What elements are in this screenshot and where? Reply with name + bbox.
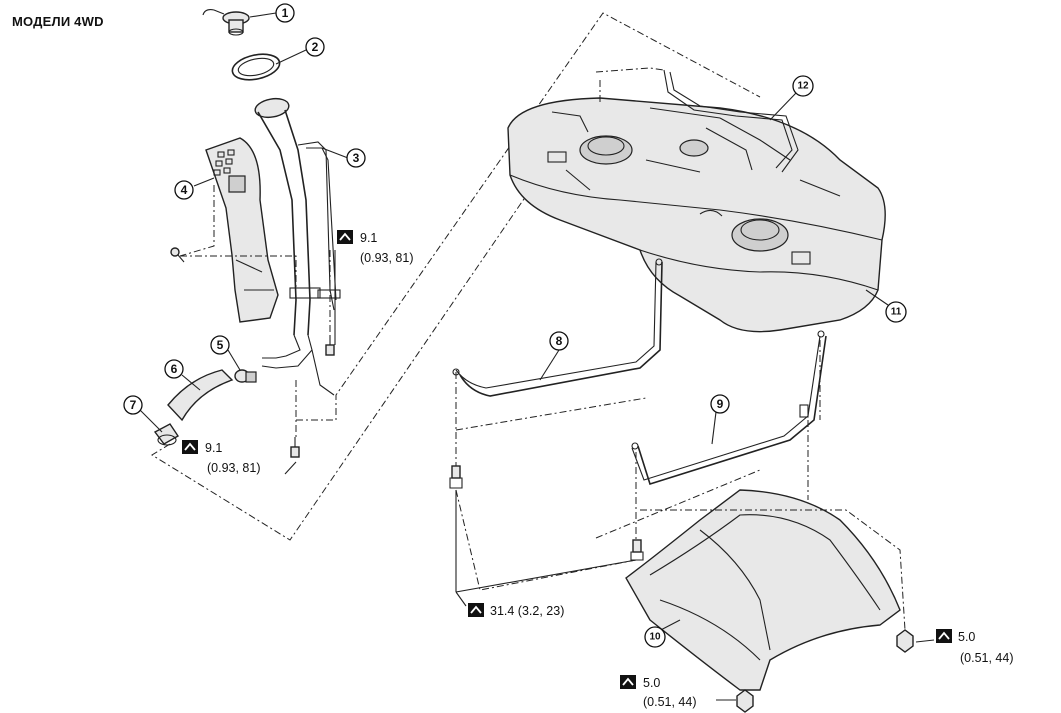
callout-5-label: 5 <box>217 338 224 352</box>
callout-10: 10 <box>644 626 666 648</box>
callout-7-label: 7 <box>130 398 137 412</box>
callout-2: 2 <box>305 37 325 57</box>
callout-11-label: 11 <box>891 307 902 318</box>
callout-9: 9 <box>710 394 730 414</box>
callout-8-label: 8 <box>556 334 563 348</box>
callout-8: 8 <box>549 331 569 351</box>
torque-wrench-icon <box>468 603 484 617</box>
torque-wrench-icon <box>936 629 952 643</box>
filler-lid-housing <box>205 137 279 323</box>
torque-label-2: 9.1 (0.93, 81) <box>182 440 261 475</box>
torque-label-5: 5.0 (0.51, 44) <box>620 675 697 709</box>
nut-cover-right <box>896 629 914 653</box>
tank-strap-front <box>452 258 663 397</box>
fuel-tank <box>507 97 886 333</box>
callout-4: 4 <box>174 180 194 200</box>
bolt-strap-left <box>449 465 463 489</box>
small-clamp <box>153 423 179 446</box>
torque-label-4: 5.0 (0.51, 44) <box>936 629 1014 665</box>
torque-2-sub: (0.93, 81) <box>207 461 261 475</box>
torque-2-value: 9.1 <box>205 441 222 455</box>
callout-3: 3 <box>346 148 366 168</box>
callout-11: 11 <box>885 301 907 323</box>
torque-4-sub: (0.51, 44) <box>960 651 1014 665</box>
diagram-title: МОДЕЛИ 4WD <box>12 14 104 29</box>
bolt-mid <box>325 335 335 356</box>
callout-2-label: 2 <box>312 40 319 54</box>
torque-label-3: 31.4 (3.2, 23) <box>468 603 564 618</box>
tank-strap-rear <box>631 330 827 486</box>
callout-5: 5 <box>210 335 230 355</box>
torque-1-sub: (0.93, 81) <box>360 251 414 265</box>
torque-wrench-icon <box>182 440 198 454</box>
torque-label-1: 9.1 (0.93, 81) <box>337 230 414 265</box>
callout-9-label: 9 <box>717 397 724 411</box>
callout-12-label: 12 <box>797 81 809 92</box>
torque-3-value: 31.4 (3.2, 23) <box>490 604 564 618</box>
callout-10-label: 10 <box>649 632 661 643</box>
nut-cover-bottom <box>736 689 754 713</box>
bolt-lower <box>290 437 300 458</box>
hose-clamp <box>234 369 257 383</box>
callout-12: 12 <box>792 75 814 97</box>
torque-5-value: 5.0 <box>643 676 660 690</box>
torque-5-sub: (0.51, 44) <box>643 695 697 709</box>
leader-lines <box>139 12 935 701</box>
tank-protector-cover <box>625 489 901 691</box>
callout-6-label: 6 <box>171 362 178 376</box>
filler-gasket-ring <box>231 53 281 81</box>
callout-4-label: 4 <box>181 183 188 197</box>
filler-cap <box>202 9 250 36</box>
vent-tube <box>663 69 799 173</box>
callout-1: 1 <box>275 3 295 23</box>
torque-wrench-icon <box>337 230 353 244</box>
torque-1-value: 9.1 <box>360 231 377 245</box>
callout-7: 7 <box>123 395 143 415</box>
screw-upper <box>170 247 185 263</box>
bolt-strap-right <box>630 539 644 561</box>
torque-4-value: 5.0 <box>958 630 975 644</box>
callout-3-label: 3 <box>353 151 360 165</box>
callout-1-label: 1 <box>282 6 289 20</box>
filler-hose <box>167 369 234 422</box>
torque-wrench-icon <box>620 675 636 689</box>
callout-6: 6 <box>164 359 184 379</box>
